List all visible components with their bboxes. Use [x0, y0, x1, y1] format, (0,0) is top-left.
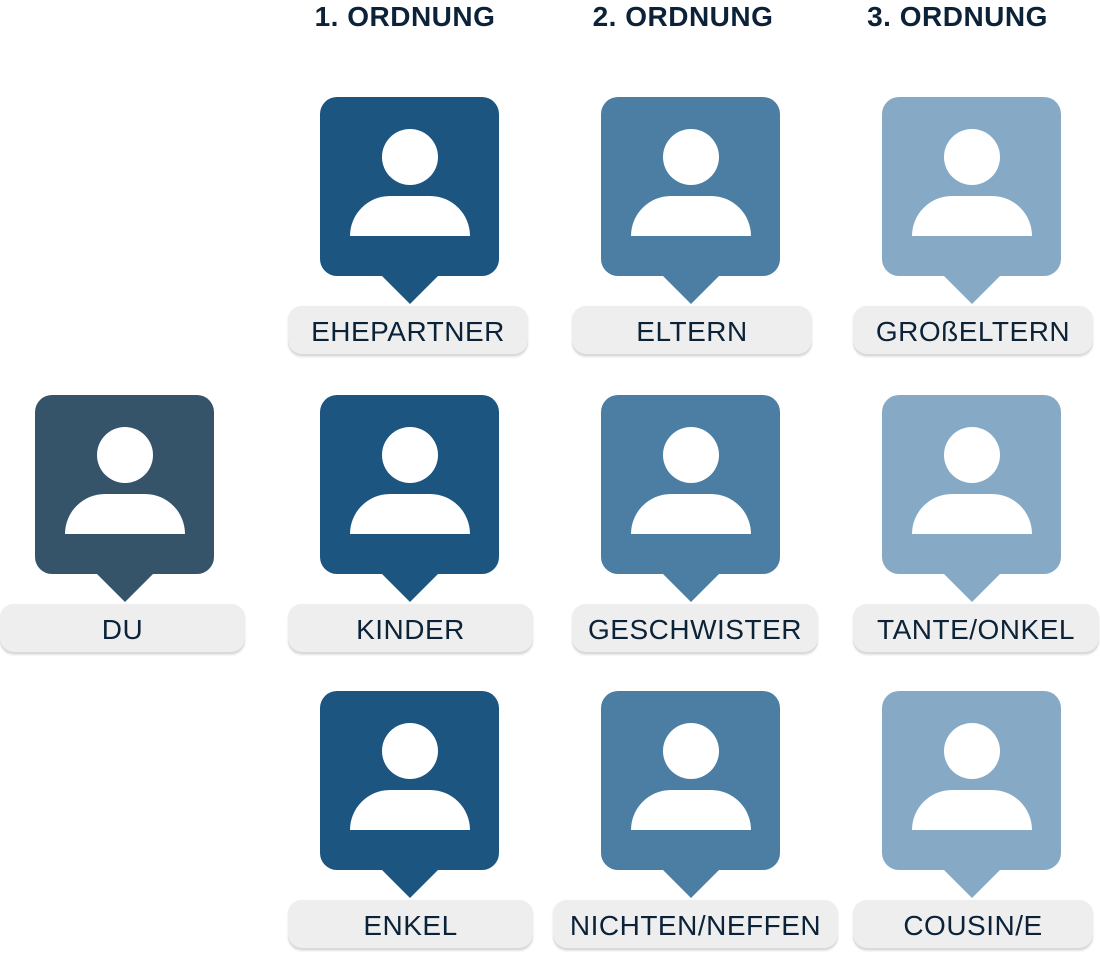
person-icon: [601, 97, 780, 304]
person-label: NICHTEN/NEFFEN: [553, 900, 838, 950]
person-enkel: ENKEL: [0, 691, 1100, 961]
person-grosseltern: GROßELTERN: [0, 97, 1100, 367]
column-header-order-2: 2. ORDNUNG: [592, 1, 774, 32]
person-label: EHEPARTNER: [288, 306, 528, 356]
person-icon: [601, 691, 780, 898]
person-cousin: COUSIN/E: [0, 691, 1100, 961]
column-header-order-3: 3. ORDNUNG: [867, 1, 1048, 32]
person-label: TANTE/ONKEL: [853, 604, 1099, 654]
person-kinder: KINDER: [0, 395, 1100, 665]
person-icon: [882, 691, 1061, 898]
person-label: ENKEL: [288, 900, 533, 950]
person-ehepartner: EHEPARTNER: [0, 97, 1100, 367]
person-icon: [320, 395, 499, 602]
person-icon: [882, 395, 1061, 602]
person-label: GESCHWISTER: [572, 604, 818, 654]
person-label: COUSIN/E: [853, 900, 1093, 950]
person-eltern: ELTERN: [0, 97, 1100, 367]
person-icon: [882, 97, 1061, 304]
person-label: KINDER: [288, 604, 533, 654]
person-tante-onkel: TANTE/ONKEL: [0, 395, 1100, 665]
person-nichten-neffen: NICHTEN/NEFFEN: [0, 691, 1100, 961]
person-du: DU: [0, 395, 1100, 665]
person-icon: [320, 97, 499, 304]
person-geschwister: GESCHWISTER: [0, 395, 1100, 665]
person-label: DU: [0, 604, 245, 654]
person-icon: [35, 395, 214, 602]
person-icon: [601, 395, 780, 602]
column-header-order-1: 1. ORDNUNG: [314, 1, 496, 32]
person-label: ELTERN: [572, 306, 812, 356]
person-label: GROßELTERN: [853, 306, 1093, 356]
person-icon: [320, 691, 499, 898]
